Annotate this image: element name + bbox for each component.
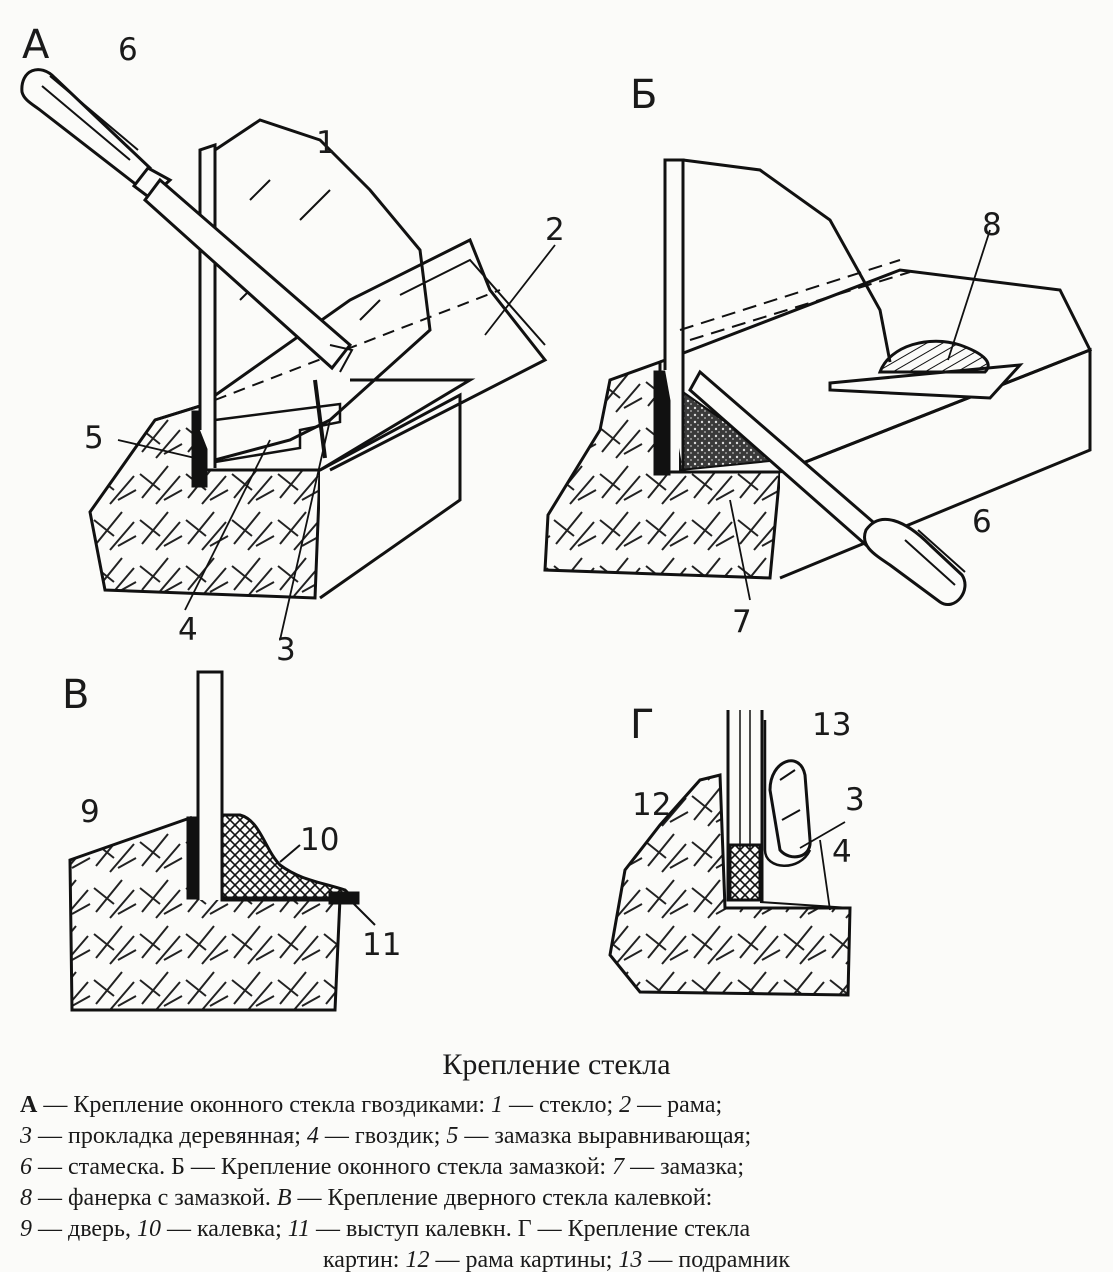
label-a-2: 2 (545, 212, 565, 248)
label-b-8: 8 (982, 207, 1002, 243)
caption-legend: А — Крепление оконного стекла гвоздиками… (20, 1090, 1093, 1272)
label-b-6: 6 (972, 504, 992, 540)
label-a-4: 4 (178, 612, 198, 648)
label-b-7: 7 (732, 604, 752, 640)
label-g-3: 3 (845, 782, 865, 818)
glass-fixing-diagram: А 6 1 2 5 4 3 Б 8 6 7 В 9 10 11 (20, 22, 1093, 1012)
caption-title: Крепление стекла (442, 1048, 671, 1081)
legend-line: картин: 12 — рама картины; 13 — подрамни… (323, 1247, 790, 1272)
panel-label-g: Г (630, 702, 654, 748)
label-a-6: 6 (118, 32, 138, 68)
label-a-3: 3 (276, 632, 296, 668)
panel-label-b: Б (630, 72, 657, 118)
label-a-5: 5 (84, 420, 104, 456)
panel-b-drawing (543, 158, 1093, 606)
legend-line: 3 — прокладка деревянная; 4 — гвоздик; 5… (20, 1123, 752, 1149)
label-v-9: 9 (80, 794, 100, 830)
panel-a-drawing (20, 68, 556, 641)
panel-label-a: А (22, 22, 50, 68)
legend-line: 8 — фанерка с замазкой. В — Крепление дв… (20, 1185, 713, 1211)
label-g-13: 13 (812, 707, 851, 743)
label-a-1: 1 (316, 125, 336, 161)
label-v-11: 11 (362, 927, 401, 963)
panel-g-drawing (608, 710, 852, 997)
panel-label-v: В (62, 672, 89, 718)
panel-v-drawing (68, 670, 376, 1012)
label-g-12: 12 (632, 787, 671, 823)
legend-line: 6 — стамеска. Б — Крепление оконного сте… (20, 1154, 744, 1180)
label-v-10: 10 (300, 822, 339, 858)
legend-line: А — Крепление оконного стекла гвоздиками… (20, 1092, 723, 1118)
legend-line: 9 — дверь, 10 — калевка; 11 — выступ кал… (20, 1216, 751, 1242)
label-g-4: 4 (832, 834, 852, 870)
